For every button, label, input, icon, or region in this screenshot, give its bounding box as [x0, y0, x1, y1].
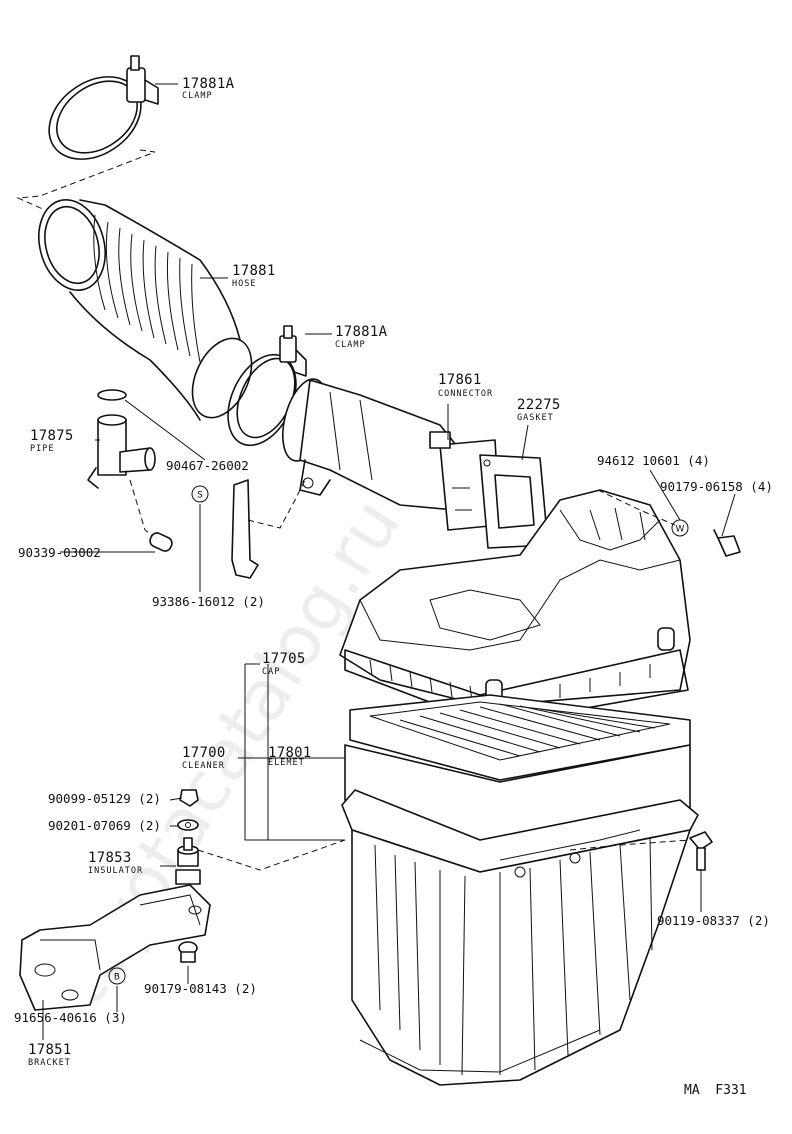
gasket-drawing	[479, 454, 549, 549]
code-93386: 93386-16012 (2)	[152, 594, 265, 609]
gasket-number: 22275	[517, 397, 561, 413]
marker-b: B	[108, 967, 126, 985]
mount-hardware-drawing	[175, 789, 201, 963]
pipe-drawing	[87, 389, 156, 489]
insulator-guide	[197, 839, 346, 871]
cleaner-number: 17700	[182, 745, 226, 761]
bracket-number: 17851	[28, 1042, 72, 1058]
svg-text:W: W	[676, 525, 685, 535]
hose-name: HOSE	[232, 279, 256, 289]
clip-guide	[597, 489, 676, 526]
insulator-number: 17853	[88, 850, 132, 866]
connector-number: 17861	[438, 372, 482, 388]
bracket-drawing	[19, 884, 211, 1011]
pipe-name: PIPE	[30, 444, 54, 454]
case-drawing	[341, 744, 699, 1086]
bolt-guide	[569, 839, 691, 851]
code-90201: 90201-07069 (2)	[48, 818, 161, 833]
pipe-guide	[129, 479, 159, 541]
code-90467: 90467-26002	[166, 458, 249, 473]
figure-ref: MA F331	[684, 1083, 747, 1098]
element-drawing	[349, 694, 691, 781]
hose-number: 17881	[232, 263, 276, 279]
svg-text:B: B	[114, 973, 120, 983]
hose-drawing	[38, 199, 253, 421]
cap-drawing	[339, 489, 691, 726]
clamp-mid-name: CLAMP	[335, 340, 366, 350]
clip-right-drawing	[713, 529, 741, 557]
clamp-top-number: 17881A	[182, 76, 235, 92]
leader-lines	[42, 83, 736, 1040]
cap-number: 17705	[262, 651, 306, 667]
clamp-top-drawing	[48, 55, 159, 160]
connector-name: CONNECTOR	[438, 389, 493, 399]
bracket-guide	[247, 479, 306, 529]
element-name: ELEMET	[268, 758, 305, 768]
code-90179-06158: 90179-06158 (4)	[660, 479, 773, 494]
code-90099: 90099-05129 (2)	[48, 791, 161, 806]
clamp-mid-number: 17881A	[335, 324, 388, 340]
hose-bracket-drawing	[231, 479, 259, 579]
svg-text:S: S	[197, 491, 203, 501]
element-number: 17801	[268, 745, 312, 761]
gasket-name: GASKET	[517, 413, 554, 423]
cap-name: CAP	[262, 667, 280, 677]
plug-drawing	[149, 532, 173, 552]
marker-s: S	[191, 485, 209, 503]
clamp-top-guide	[16, 149, 156, 211]
code-90119: 90119-08337 (2)	[657, 913, 770, 928]
cleaner-name: CLEANER	[182, 761, 225, 771]
code-90339: 90339-03002	[18, 545, 101, 560]
clamp-top-name: CLAMP	[182, 91, 213, 101]
pipe-number: 17875	[30, 428, 74, 444]
bolt-right-drawing	[689, 831, 713, 871]
insulator-name: INSULATOR	[88, 866, 143, 876]
code-91656: 91656-40616 (3)	[14, 1010, 127, 1025]
code-90179-08143: 90179-08143 (2)	[144, 981, 257, 996]
bracket-name: BRACKET	[28, 1058, 71, 1068]
marker-w: W	[671, 519, 689, 537]
code-94612: 94612 10601 (4)	[597, 453, 710, 468]
